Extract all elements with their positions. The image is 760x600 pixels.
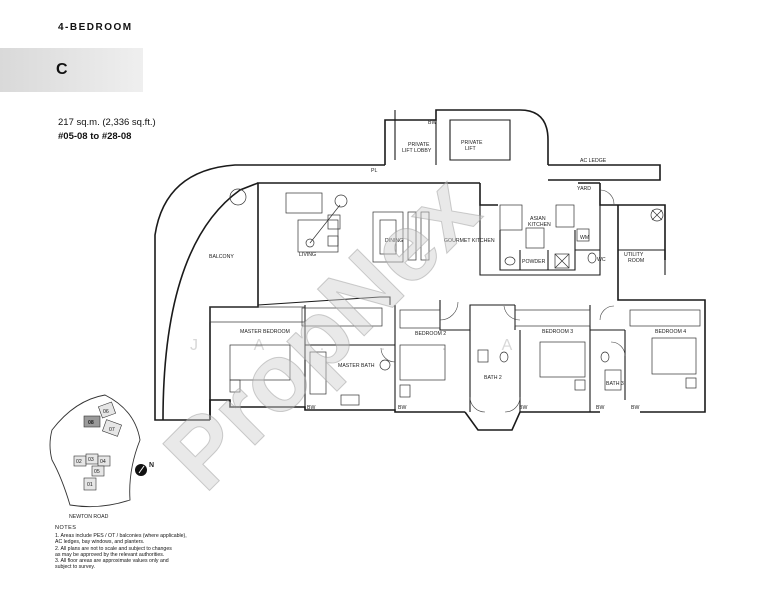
label-asian-kitchen-1: ASIAN (530, 216, 546, 222)
key-unit-03: 03 (88, 457, 94, 463)
key-unit-04: 04 (100, 459, 106, 465)
key-unit-07: 07 (109, 427, 115, 433)
label-living: LIVING (299, 252, 316, 258)
label-balcony: BALCONY (209, 254, 234, 260)
label-bedroom-2: BEDROOM 2 (415, 331, 446, 337)
label-utility-1: UTILITY (624, 252, 644, 258)
key-unit-06: 06 (103, 409, 109, 415)
label-wm: WM (580, 235, 589, 241)
unit-letter: C (56, 61, 68, 78)
notes-title: NOTES (55, 525, 77, 531)
note-line: as may be approved by the relevant autho… (55, 551, 165, 558)
label-bw-4: BW (596, 405, 604, 411)
label-ac-ledge: AC LEDGE (580, 158, 607, 164)
label-bw-top: BW (428, 120, 436, 126)
label-utility-2: ROOM (628, 258, 644, 264)
label-bw-3: BW (519, 405, 527, 411)
unit-band (0, 48, 143, 92)
label-bedroom-4: BEDROOM 4 (655, 329, 686, 335)
note-line: AC ledges, bay windows, and planters. (55, 539, 145, 546)
label-lift-lobby-1: PRIVATE (408, 142, 430, 148)
key-unit-02: 02 (76, 459, 82, 465)
key-unit-01: 01 (87, 482, 93, 488)
note-line: subject to survey. (55, 564, 95, 571)
note-line: 2. All plans are not to scale and subjec… (55, 545, 172, 552)
north-label: N (149, 462, 154, 469)
label-asian-kitchen-2: KITCHEN (528, 222, 551, 228)
note-line: 3. All floor areas are approximate value… (55, 558, 169, 565)
interior-walls (257, 110, 666, 412)
label-private-lift-2: LIFT (465, 146, 476, 152)
label-private-lift-1: PRIVATE (461, 140, 483, 146)
label-dining: DINING (385, 238, 403, 244)
key-unit-08: 08 (88, 420, 94, 426)
unit-area: 217 sq.m. (2,336 sq.ft.) (58, 117, 156, 128)
label-master-bedroom: MASTER BEDROOM (240, 329, 290, 335)
label-bath-3: BATH 3 (606, 381, 624, 387)
label-master-bath: MASTER BATH (338, 363, 375, 369)
room-labels: BALCONY LIVING DINING GOURMET KITCHEN AS… (209, 120, 686, 411)
label-gourmet-kitchen: GOURMET KITCHEN (444, 238, 495, 244)
unit-range: #05-08 to #28-08 (58, 131, 132, 142)
label-bw-1: BW (307, 405, 315, 411)
label-bedroom-3: BEDROOM 3 (542, 329, 573, 335)
doors (380, 189, 626, 413)
key-plan: 06 08 07 02 03 04 05 01 NEWTON ROAD N (49, 394, 154, 520)
key-unit-05: 05 (94, 469, 100, 475)
label-bw-2: BW (398, 405, 406, 411)
label-bw-5: BW (631, 405, 639, 411)
furniture (209, 188, 701, 406)
unit-type-heading: 4-BEDROOM (58, 22, 133, 33)
key-road-label: NEWTON ROAD (69, 514, 109, 520)
label-powder: POWDER (522, 259, 546, 265)
notes-list: 1. Areas include PES / OT / balconies (w… (55, 533, 205, 571)
label-bath-2: BATH 2 (484, 375, 502, 381)
label-wc: WC (597, 257, 606, 263)
note-line: 1. Areas include PES / OT / balconies (w… (55, 533, 187, 539)
label-lift-lobby-2: LIFT LOBBY (402, 148, 432, 154)
label-yard: YARD (577, 186, 591, 192)
label-pl: PL (371, 168, 377, 174)
key-plan-site (49, 394, 141, 508)
